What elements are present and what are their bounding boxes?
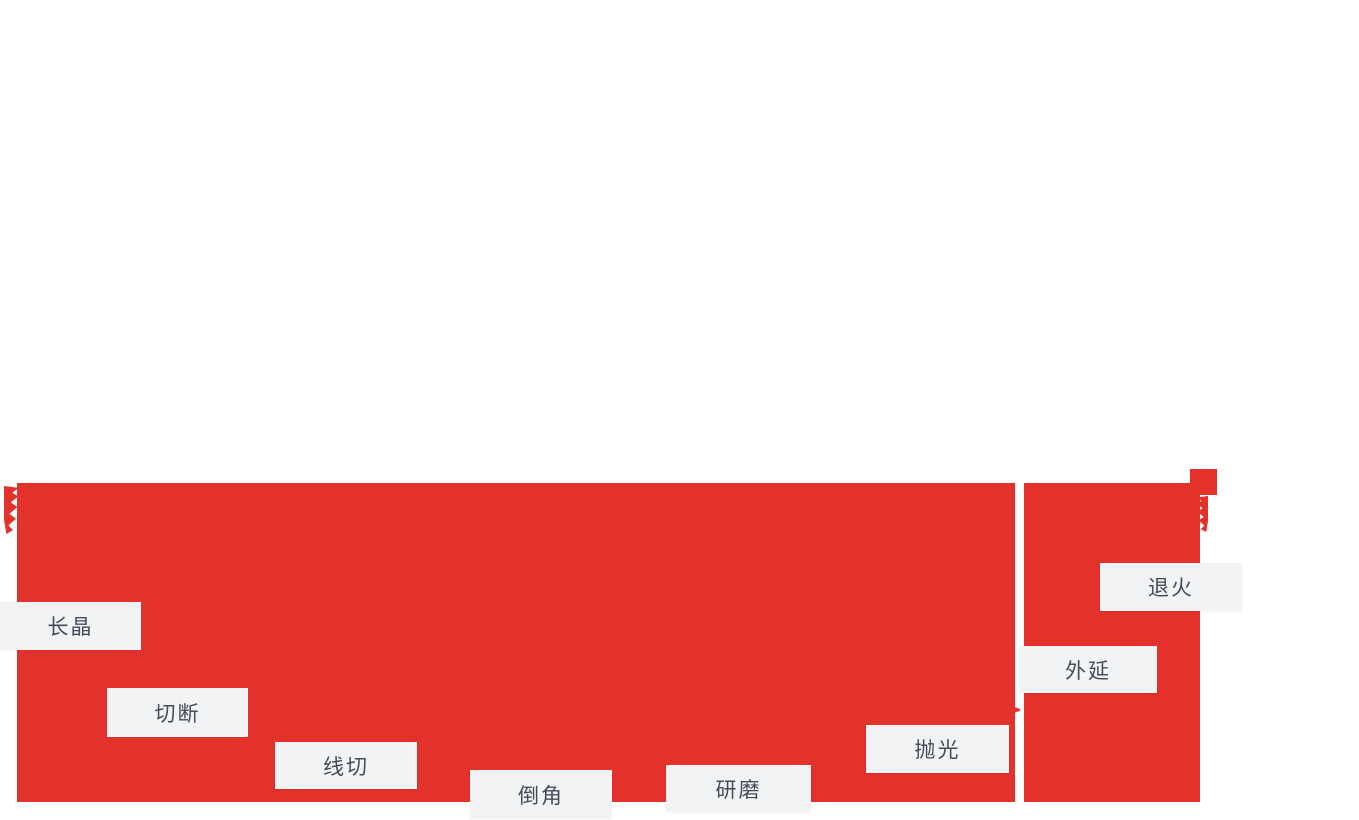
step-label-chamfering: 倒角 — [470, 770, 612, 819]
step-label-grinding: 研磨 — [666, 765, 811, 812]
red-band-main — [17, 483, 1015, 802]
step-label-text: 线切 — [323, 755, 369, 779]
red-corner-square — [1190, 469, 1217, 495]
step-label-text: 切断 — [154, 702, 201, 726]
step-label-crystal-growth: 长晶 — [0, 602, 141, 650]
red-arrow-fragment — [1044, 691, 1059, 700]
step-label-text: 长晶 — [47, 616, 94, 639]
step-label-annealing: 退火 — [1100, 563, 1242, 611]
step-label-text: 抛光 — [914, 739, 961, 762]
red-arrow-fragment — [438, 786, 451, 796]
step-label-text: 倒角 — [518, 784, 564, 808]
red-arrow-fragment — [647, 787, 669, 800]
red-arrow-fragment — [986, 703, 1020, 716]
red-arrow-fragment — [1112, 637, 1126, 647]
red-arrow-fragment — [1146, 611, 1158, 618]
step-label-polishing: 抛光 — [866, 725, 1009, 773]
step-label-text: 外延 — [1065, 659, 1111, 683]
step-label-wire-sawing: 线切 — [275, 742, 417, 789]
red-arrow-fragment — [1174, 556, 1187, 564]
step-label-cutting: 切断 — [107, 688, 248, 737]
step-label-epitaxy: 外延 — [1019, 646, 1157, 693]
step-label-text: 研磨 — [715, 778, 762, 802]
step-label-text: 退火 — [1148, 577, 1194, 600]
red-arrow-fragment — [151, 683, 161, 689]
